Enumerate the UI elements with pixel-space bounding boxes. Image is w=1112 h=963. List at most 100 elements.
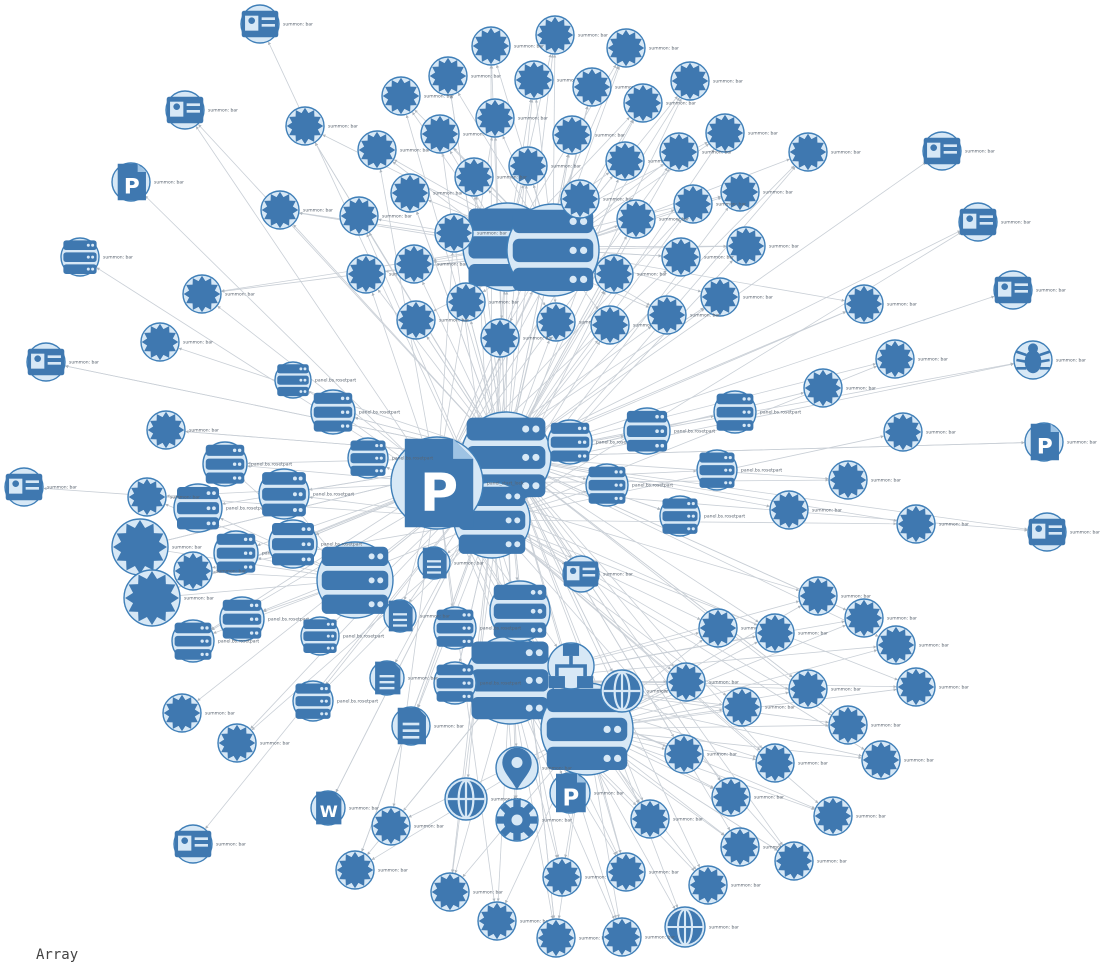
- graph-node[interactable]: summon: bar: [536, 16, 608, 54]
- graph-node[interactable]: summon: bar: [706, 114, 778, 152]
- node-label: summon: bar: [603, 572, 633, 578]
- graph-node[interactable]: summon: bar: [897, 668, 969, 706]
- graph-node[interactable]: summon: bar: [862, 741, 934, 779]
- graph-node[interactable]: summon: bar: [959, 203, 1031, 241]
- graph-node[interactable]: summon: bar: [814, 797, 886, 835]
- node-label: panel.bs.rosetpart: [343, 634, 384, 640]
- graph-node[interactable]: summon: bar: [789, 133, 861, 171]
- graph-node[interactable]: summon: bar: [775, 842, 847, 880]
- graph-node[interactable]: summon: bar: [166, 91, 238, 129]
- node-label: panel.bs.rosetpart: [674, 429, 715, 435]
- graph-node[interactable]: [490, 581, 550, 641]
- globe-icon: [604, 673, 641, 710]
- graph-node[interactable]: summon: bar: [923, 132, 995, 170]
- node-label: summon: bar: [904, 758, 934, 764]
- graph-node[interactable]: summon: bar: [372, 807, 444, 845]
- graph-node[interactable]: summon: bar: [174, 825, 246, 863]
- graph-node[interactable]: summon: bar: [876, 340, 948, 378]
- graph-node[interactable]: summon: bar: [829, 706, 901, 744]
- graph-node[interactable]: summon: bar: [607, 853, 679, 891]
- node-label: summon: bar: [103, 255, 133, 261]
- graph-node[interactable]: summon: bar: [1014, 341, 1086, 379]
- graph-node[interactable]: [466, 636, 554, 724]
- graph-node[interactable]: summon: bar: [5, 468, 77, 506]
- node-label: summon: bar: [349, 806, 379, 812]
- graph-node[interactable]: [317, 542, 393, 618]
- graph-node[interactable]: summon: bar: [476, 99, 548, 137]
- server-icon: [303, 619, 336, 653]
- node-label: summon: bar: [690, 313, 720, 319]
- graph-node[interactable]: summon: bar: [877, 626, 949, 664]
- node-label: summon: bar: [69, 360, 99, 366]
- svg-text:P: P: [124, 175, 140, 200]
- document-icon: [423, 548, 447, 579]
- graph-node[interactable]: summon: bar: [607, 29, 679, 67]
- graph-node[interactable]: panel.bs.rosetpart: [174, 484, 267, 532]
- node-label: summon: bar: [189, 428, 219, 434]
- graph-node[interactable]: summon: bar: [665, 907, 739, 947]
- node-label: summon: bar: [713, 79, 743, 85]
- graph-node[interactable]: summon: bar: [261, 191, 333, 229]
- node-label: summon: bar: [649, 870, 679, 876]
- graph-node[interactable]: summon: bar: [701, 278, 773, 316]
- graph-node[interactable]: summon: bar: [829, 461, 901, 499]
- graph-node[interactable]: panel.bs.rosetpart: [311, 390, 400, 434]
- graph-node[interactable]: summon: bar: [603, 918, 675, 956]
- graph-node[interactable]: summon: bar: [756, 614, 828, 652]
- graph-node[interactable]: summon: bar: [61, 238, 133, 276]
- graph-node[interactable]: summon: bar: [845, 285, 917, 323]
- graph-node[interactable]: summon: bar: [537, 919, 609, 957]
- graph-node[interactable]: summon: bar: [689, 866, 761, 904]
- node-label: summon: bar: [939, 685, 969, 691]
- graph-node[interactable]: panel.bs.rosetpart: [293, 681, 378, 721]
- node-label: summon: bar: [489, 300, 519, 306]
- graph-node[interactable]: summon: bar: [241, 5, 313, 43]
- graph-node[interactable]: summon: bar: [358, 131, 430, 169]
- graph-node[interactable]: summon: bar: [712, 778, 784, 816]
- server-icon: [177, 487, 219, 529]
- graph-node[interactable]: summon: bar: [756, 744, 828, 782]
- server-icon: [472, 642, 549, 720]
- graph-node[interactable]: summon: bar: [141, 323, 213, 361]
- graph-node[interactable]: summon: bar: [218, 724, 290, 762]
- graph-node[interactable]: summon: bar: [392, 707, 464, 745]
- graph-node[interactable]: panel.bs.rosetpart: [660, 496, 745, 536]
- graph-node[interactable]: summon: bar: [1028, 513, 1100, 551]
- graph-node[interactable]: panel.bs.rosetpart: [220, 597, 309, 641]
- graph-node[interactable]: summon: bar: [789, 670, 861, 708]
- graph-node[interactable]: summon: bar: [336, 851, 408, 889]
- p-file-icon: P: [556, 774, 586, 813]
- graph-node[interactable]: summon: bar: [543, 858, 615, 896]
- graph-node[interactable]: summon: bar: [897, 505, 969, 543]
- graph-node[interactable]: summon: bar: [804, 369, 876, 407]
- node-label: summon: bar: [1056, 358, 1086, 364]
- graph-node[interactable]: summon: bar: [370, 661, 438, 695]
- node-label: panel.bs.rosetpart: [313, 492, 354, 498]
- graph-node[interactable]: panel.bs.rosetpart: [697, 450, 782, 490]
- graph-node[interactable]: summon: bar: [601, 670, 677, 712]
- node-label: summon: bar: [183, 340, 213, 346]
- graph-node[interactable]: panel.bs.rosetpart: [624, 408, 715, 454]
- graph-node[interactable]: panel.bs.rosetpart: [259, 469, 354, 519]
- graph-node[interactable]: [548, 643, 594, 689]
- node-label: summon: bar: [594, 791, 624, 797]
- svg-text:P: P: [1037, 435, 1053, 460]
- graph-node[interactable]: summon: bar: [27, 343, 99, 381]
- graph-node[interactable]: summon: bar: [671, 62, 743, 100]
- graph-node[interactable]: summon: bar: [147, 411, 219, 449]
- node-label: summon: bar: [763, 190, 793, 196]
- graph-node[interactable]: summon: bar: [994, 271, 1066, 309]
- graph-node[interactable]: summon: bar: [472, 27, 544, 65]
- graph-node[interactable]: panel.bs.rosetpart: [586, 464, 673, 506]
- node-label: summon: bar: [542, 818, 572, 824]
- node-label: summon: bar: [378, 868, 408, 874]
- graph-node[interactable]: summon: bar: [286, 107, 358, 145]
- svg-text:P: P: [420, 463, 458, 524]
- graph-node[interactable]: panel.bs.rosetpart: [714, 391, 801, 433]
- node-label: summon: bar: [704, 255, 734, 261]
- node-label: panel.bs.rosetpart: [321, 542, 362, 548]
